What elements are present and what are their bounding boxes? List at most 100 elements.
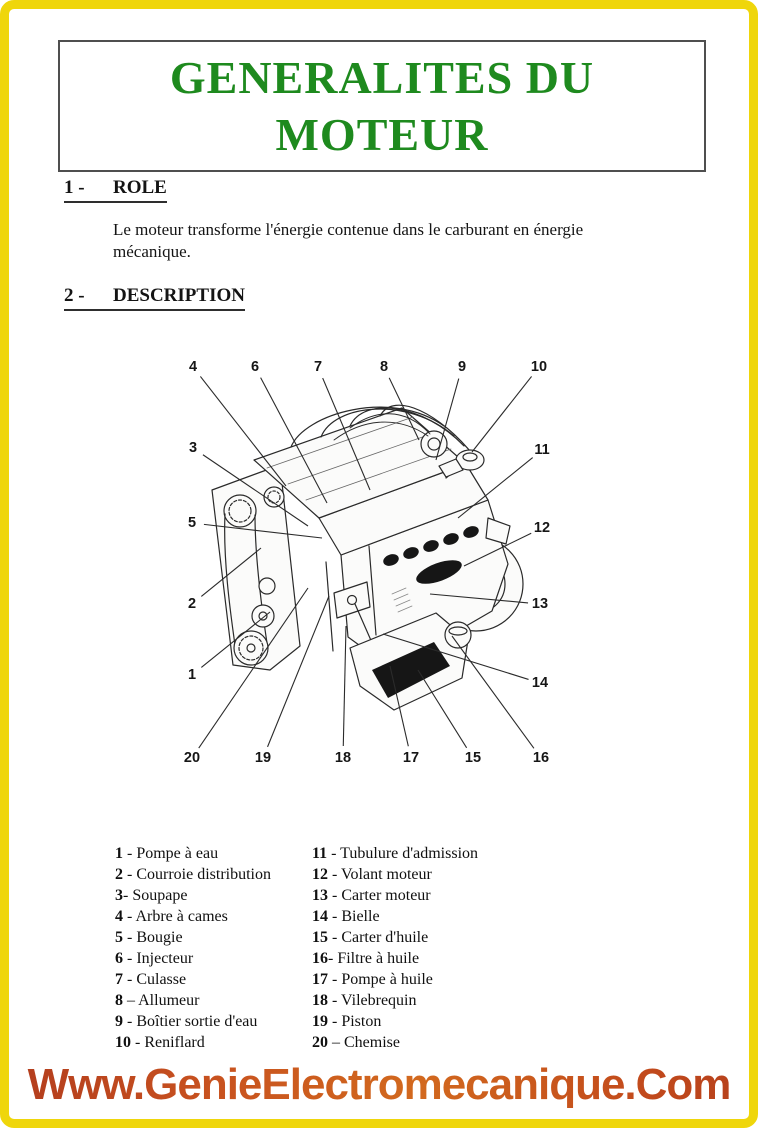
callout-number-1: 1 <box>188 667 196 683</box>
engine-diagram-figure: 4 6 7 8 9 10 3 11 5 12 2 13 1 14 20 19 18 17 15 16 <box>136 348 622 788</box>
callout-layer: 4 6 7 8 9 10 3 11 5 12 2 13 1 14 20 19 18 17 15 16 <box>184 359 550 766</box>
part-item-10: 10 - Reniflard <box>115 1034 205 1051</box>
section-number: 2 - <box>64 285 85 306</box>
callout-number-8: 8 <box>380 359 388 375</box>
callout-leader-15 <box>417 669 468 749</box>
callout-leader-14 <box>382 633 529 680</box>
part-number: 13 <box>312 887 328 904</box>
callout-leader-9 <box>435 378 460 461</box>
part-item-9: 9 - Boîtier sortie d'eau <box>115 1013 258 1030</box>
section-number: 1 - <box>64 177 85 198</box>
part-item-12: 12 - Volant moteur <box>312 866 432 883</box>
part-number: 3 <box>115 887 123 904</box>
callout-number-20: 20 <box>184 750 200 766</box>
page-title-line-1: GENERALITES DU <box>169 52 595 103</box>
callout-number-9: 9 <box>458 359 466 375</box>
callout-number-12: 12 <box>534 520 550 536</box>
part-item-18: 18 - Vilebrequin <box>312 992 417 1009</box>
title-box: GENERALITES DU MOTEUR <box>58 40 706 172</box>
part-item-14: 14 - Bielle <box>312 908 380 925</box>
engine-illustration <box>211 404 524 711</box>
callout-number-15: 15 <box>465 750 481 766</box>
part-item-8: 8 – Allumeur <box>115 992 200 1009</box>
engine-cutaway-svg: 4 6 7 8 9 10 3 11 5 12 2 13 1 14 20 19 18 17 15 16 <box>184 359 550 766</box>
callout-number-5: 5 <box>188 515 196 531</box>
callout-leader-6 <box>260 377 328 504</box>
callout-number-17: 17 <box>403 750 419 766</box>
part-item-6: 6 - Injecteur <box>115 950 194 967</box>
section-heading-description: 2 - DESCRIPTION <box>64 285 245 311</box>
callout-number-10: 10 <box>531 359 547 375</box>
callout-leader-10 <box>471 376 533 453</box>
part-item-4: 4 - Arbre à cames <box>115 908 228 925</box>
part-number: 17 <box>312 971 328 988</box>
callout-leader-4 <box>199 376 287 487</box>
part-number: 19 <box>312 1013 328 1030</box>
part-item-16: 16- Filtre à huile <box>312 950 420 967</box>
part-number: 20 <box>312 1034 328 1051</box>
callout-number-16: 16 <box>533 750 549 766</box>
callout-leader-7 <box>322 377 371 491</box>
parts-list-left-column: 1 - Pompe à eau 2 - Courroie distribution… <box>115 843 271 1053</box>
part-item-20: 20 – Chemise <box>312 1034 400 1051</box>
callout-leader-17 <box>389 665 409 747</box>
callout-leader-1 <box>200 611 271 668</box>
role-paragraph: Le moteur transforme l'énergie contenue … <box>113 220 584 261</box>
dark-shading <box>372 526 479 698</box>
website-watermark: Www.GenieElectromecanique.Com <box>0 1060 758 1110</box>
section-title: DESCRIPTION <box>113 285 245 306</box>
part-item-13: 13 - Carter moteur <box>312 887 431 904</box>
callout-leader-11 <box>457 457 534 519</box>
part-item-19: 19 - Piston <box>312 1013 382 1030</box>
callout-leader-19 <box>267 595 330 748</box>
callout-leader-5 <box>203 523 323 539</box>
part-item-2: 2 - Courroie distribution <box>115 866 271 883</box>
part-number: 4 <box>115 908 123 925</box>
callout-number-3: 3 <box>189 440 197 456</box>
callout-number-19: 19 <box>255 750 271 766</box>
page-title-line-2: MOTEUR <box>275 109 489 160</box>
part-number: 18 <box>312 992 328 1009</box>
callout-number-6: 6 <box>251 359 259 375</box>
part-number: 14 <box>312 908 328 925</box>
callout-number-18: 18 <box>335 750 351 766</box>
part-number: 10 <box>115 1034 131 1051</box>
section-heading-role: 1 - ROLE <box>64 177 167 203</box>
callout-leader-2 <box>200 547 262 597</box>
part-number: 2 <box>115 866 123 883</box>
callout-number-14: 14 <box>532 675 548 691</box>
part-number: 8 <box>115 992 123 1009</box>
section-title: ROLE <box>113 177 167 198</box>
callout-number-13: 13 <box>532 596 548 612</box>
part-number: 16 <box>312 950 328 967</box>
part-number: 7 <box>115 971 123 988</box>
part-number: 6 <box>115 950 123 967</box>
part-number: 9 <box>115 1013 123 1030</box>
part-item-15: 15 - Carter d'huile <box>312 929 429 946</box>
part-number: 15 <box>312 929 328 946</box>
callout-leader-20 <box>198 587 309 749</box>
part-item-1: 1 - Pompe à eau <box>115 845 219 862</box>
part-number: 12 <box>312 866 328 883</box>
part-item-11: 11 - Tubulure d'admission <box>312 845 479 862</box>
callout-leader-3 <box>202 454 309 527</box>
part-item-5: 5 - Bougie <box>115 929 183 946</box>
section-heading-underline: 1 - ROLE <box>64 177 167 203</box>
callout-number-2: 2 <box>188 596 196 612</box>
callout-number-11: 11 <box>534 442 549 458</box>
callout-leader-12 <box>463 532 532 567</box>
callout-leader-13 <box>429 593 529 604</box>
part-number: 11 <box>312 845 328 862</box>
callout-leader-8 <box>388 377 420 441</box>
section-heading-underline: 2 - DESCRIPTION <box>64 285 245 311</box>
callout-number-4: 4 <box>189 359 197 375</box>
part-item-17: 17 - Pompe à huile <box>312 971 433 988</box>
callout-leader-18 <box>342 625 347 747</box>
part-item-7: 7 - Culasse <box>115 971 187 988</box>
part-number: 1 <box>115 845 123 862</box>
callout-leader-16 <box>451 635 535 749</box>
parts-list-right-column: 11 - Tubulure d'admission 12 - Volant mot… <box>312 843 478 1053</box>
part-item-3: 3- Soupape <box>115 887 188 904</box>
callout-number-7: 7 <box>314 359 322 375</box>
part-number: 5 <box>115 929 123 946</box>
